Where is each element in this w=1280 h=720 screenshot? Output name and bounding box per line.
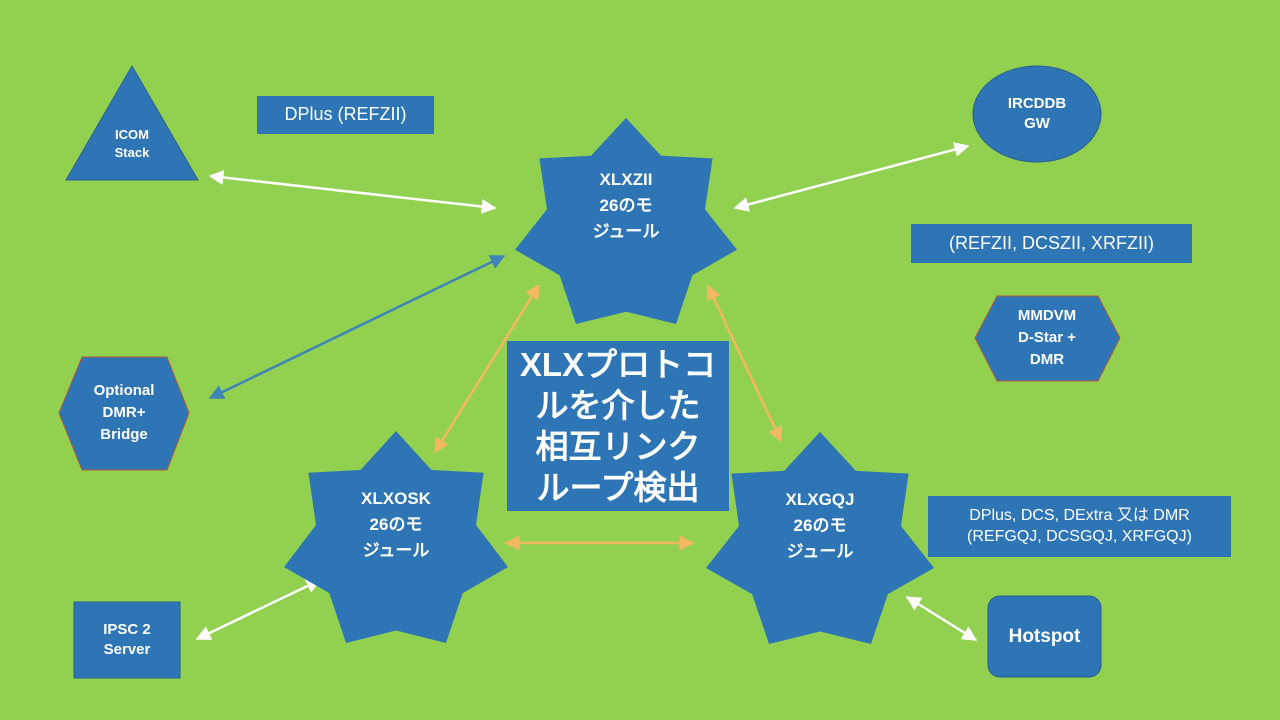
icom-stack-triangle[interactable] <box>65 65 199 181</box>
xlxgqj-line: ジュール <box>786 542 854 561</box>
gqj-protocols-tag: DPlus, DCS, DExtra 又は DMR (REFGQJ, DCSGQ… <box>928 496 1231 557</box>
optional-bridge-line: DMR+ <box>102 404 146 421</box>
ircddb-protocols-tag: (REFZII, DCSZII, XRFZII) <box>911 224 1192 263</box>
connector-bridge-xlxzii <box>208 254 506 400</box>
icom-stack-label: ICOM Stack <box>92 122 172 166</box>
mmdvm-hexagon[interactable] <box>974 295 1121 382</box>
hotspot-line: Hotspot <box>1008 625 1081 647</box>
ircddb-gw-line: IRCDDB <box>1007 94 1067 112</box>
title-line: ループ検出 <box>536 469 700 506</box>
dplus-refzii-tag: DPlus (REFZII) <box>257 96 434 134</box>
optional-bridge-line: Optional <box>93 382 155 399</box>
mmdvm-line: DMR <box>1029 351 1065 368</box>
mmdvm-line: MMDVM <box>1017 307 1077 324</box>
xlxosk-line: ジュール <box>362 541 430 560</box>
title-line: ルを介した <box>535 387 701 424</box>
dplus-refzii-text: DPlus (REFZII) <box>284 104 407 125</box>
optional-bridge-hexagon[interactable] <box>58 356 190 471</box>
ipsc2-server-line: IPSC 2 <box>103 620 151 638</box>
diagram-title-box: XLXプロトコ ルを介した 相互リンク ループ検出 <box>507 341 729 511</box>
xlxzii-star[interactable] <box>515 118 737 324</box>
gqj-protocols-line: (REFGQJ, DCSGQJ, XRFGQJ) <box>967 527 1192 545</box>
xlxzii-line: ジュール <box>592 222 660 241</box>
ipsc2-server-rect[interactable] <box>73 601 181 679</box>
title-line: 相互リンク <box>535 428 701 465</box>
xlxosk-star[interactable] <box>284 431 508 643</box>
hotspot-rounded-rect[interactable] <box>987 595 1102 678</box>
optional-bridge-line: Bridge <box>100 426 148 443</box>
icom-stack-line: Stack <box>114 145 150 160</box>
xlxzii-line: 26のモ <box>599 196 653 215</box>
xlxgqj-line: 26のモ <box>793 516 847 535</box>
xlxgqj-star[interactable] <box>706 432 934 644</box>
ircddb-protocols-text: (REFZII, DCSZII, XRFZII) <box>949 232 1154 253</box>
xlxzii-label: XLXZII 26のモ ジュール <box>566 166 686 246</box>
connector-xlxzii-ircddb <box>733 142 970 212</box>
xlxzii-line: XLXZII <box>599 170 653 189</box>
connector-icom-xlxzii <box>208 170 497 214</box>
connector-ipsc-xlxosk <box>195 578 322 641</box>
icom-stack-line: ICOM <box>115 127 149 143</box>
xlxosk-line: XLXOSK <box>361 489 431 508</box>
title-line: XLXプロトコ <box>519 346 717 383</box>
connector-xlxgqj-hotspot <box>905 595 978 642</box>
ipsc2-server-line: Server <box>103 641 151 658</box>
optional-bridge-label: Optional DMR+ Bridge <box>69 378 179 448</box>
ircddb-gw-label: IRCDDB GW <box>987 90 1087 138</box>
xlxgqj-label: XLXGQJ 26のモ ジュール <box>760 486 880 566</box>
ircddb-gw-line: GW <box>1024 115 1050 132</box>
connector-xlxzii-xlxgqj <box>706 284 783 443</box>
mmdvm-line: D-Star + <box>1018 329 1076 346</box>
xlxosk-label: XLXOSK 26のモ ジュール <box>336 485 456 565</box>
ipsc2-server-label: IPSC 2 Server <box>74 616 180 664</box>
ircddb-gw-ellipse[interactable] <box>972 65 1102 163</box>
xlxgqj-line: XLXGQJ <box>785 490 855 509</box>
xlxosk-line: 26のモ <box>369 515 423 534</box>
hotspot-label: Hotspot <box>988 596 1101 677</box>
connector-xlxzii-xlxosk <box>433 283 541 454</box>
gqj-protocols-line: DPlus, DCS, DExtra 又は DMR <box>969 506 1190 524</box>
mmdvm-label: MMDVM D-Star + DMR <box>992 303 1102 373</box>
